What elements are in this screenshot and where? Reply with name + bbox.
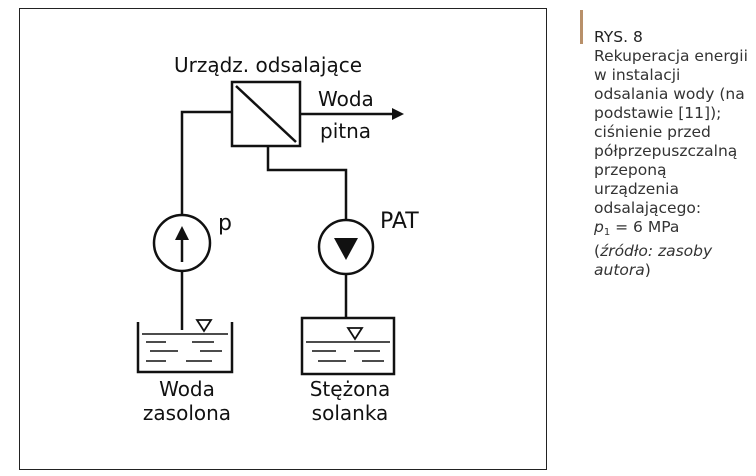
feed-pipe-upper — [180, 110, 232, 214]
diagram-frame — [19, 8, 547, 470]
brine-pipe-upper — [266, 146, 348, 220]
formula-value: = 6 MPa — [610, 218, 680, 236]
saline-water-tank — [136, 319, 234, 374]
formula-subscript: 1 — [603, 227, 611, 238]
desalination-device — [230, 80, 302, 148]
desalination-diagram: Urządz. odsalające Woda pitna p PAT Woda… — [136, 53, 419, 425]
brine-label-2: solanka — [312, 401, 389, 425]
saline-water-label-1: Woda — [159, 377, 215, 401]
turbine-icon — [317, 218, 375, 276]
pump-icon — [152, 213, 212, 273]
pump-label: p — [218, 211, 232, 236]
figure-caption: RYS. 8 Rekuperacja energii w instalacji … — [580, 10, 752, 280]
brine-level-icon — [346, 327, 364, 341]
turbine-label: PAT — [380, 209, 419, 234]
device-label: Urządz. odsalające — [174, 53, 362, 77]
drinking-water-arrow — [392, 108, 404, 120]
brine-tank — [300, 316, 396, 376]
drinking-water-label-1: Woda — [318, 87, 374, 111]
caption-source: źródło: zasoby autora — [594, 242, 713, 279]
water-level-icon — [195, 319, 213, 333]
brine-label-1: Stężona — [310, 377, 391, 401]
membrane-line — [235, 85, 297, 143]
source-close-paren: ) — [644, 261, 651, 279]
saline-water-label-2: zasolona — [143, 401, 231, 425]
source-open-paren: ( — [594, 242, 601, 260]
formula-variable: p — [594, 218, 604, 236]
caption-description: Rekuperacja energii w instalacji odsalan… — [594, 47, 748, 217]
caption-accent-bar — [580, 10, 583, 44]
drinking-water-label-2: pitna — [320, 119, 371, 143]
figure-label: RYS. 8 — [594, 28, 643, 46]
